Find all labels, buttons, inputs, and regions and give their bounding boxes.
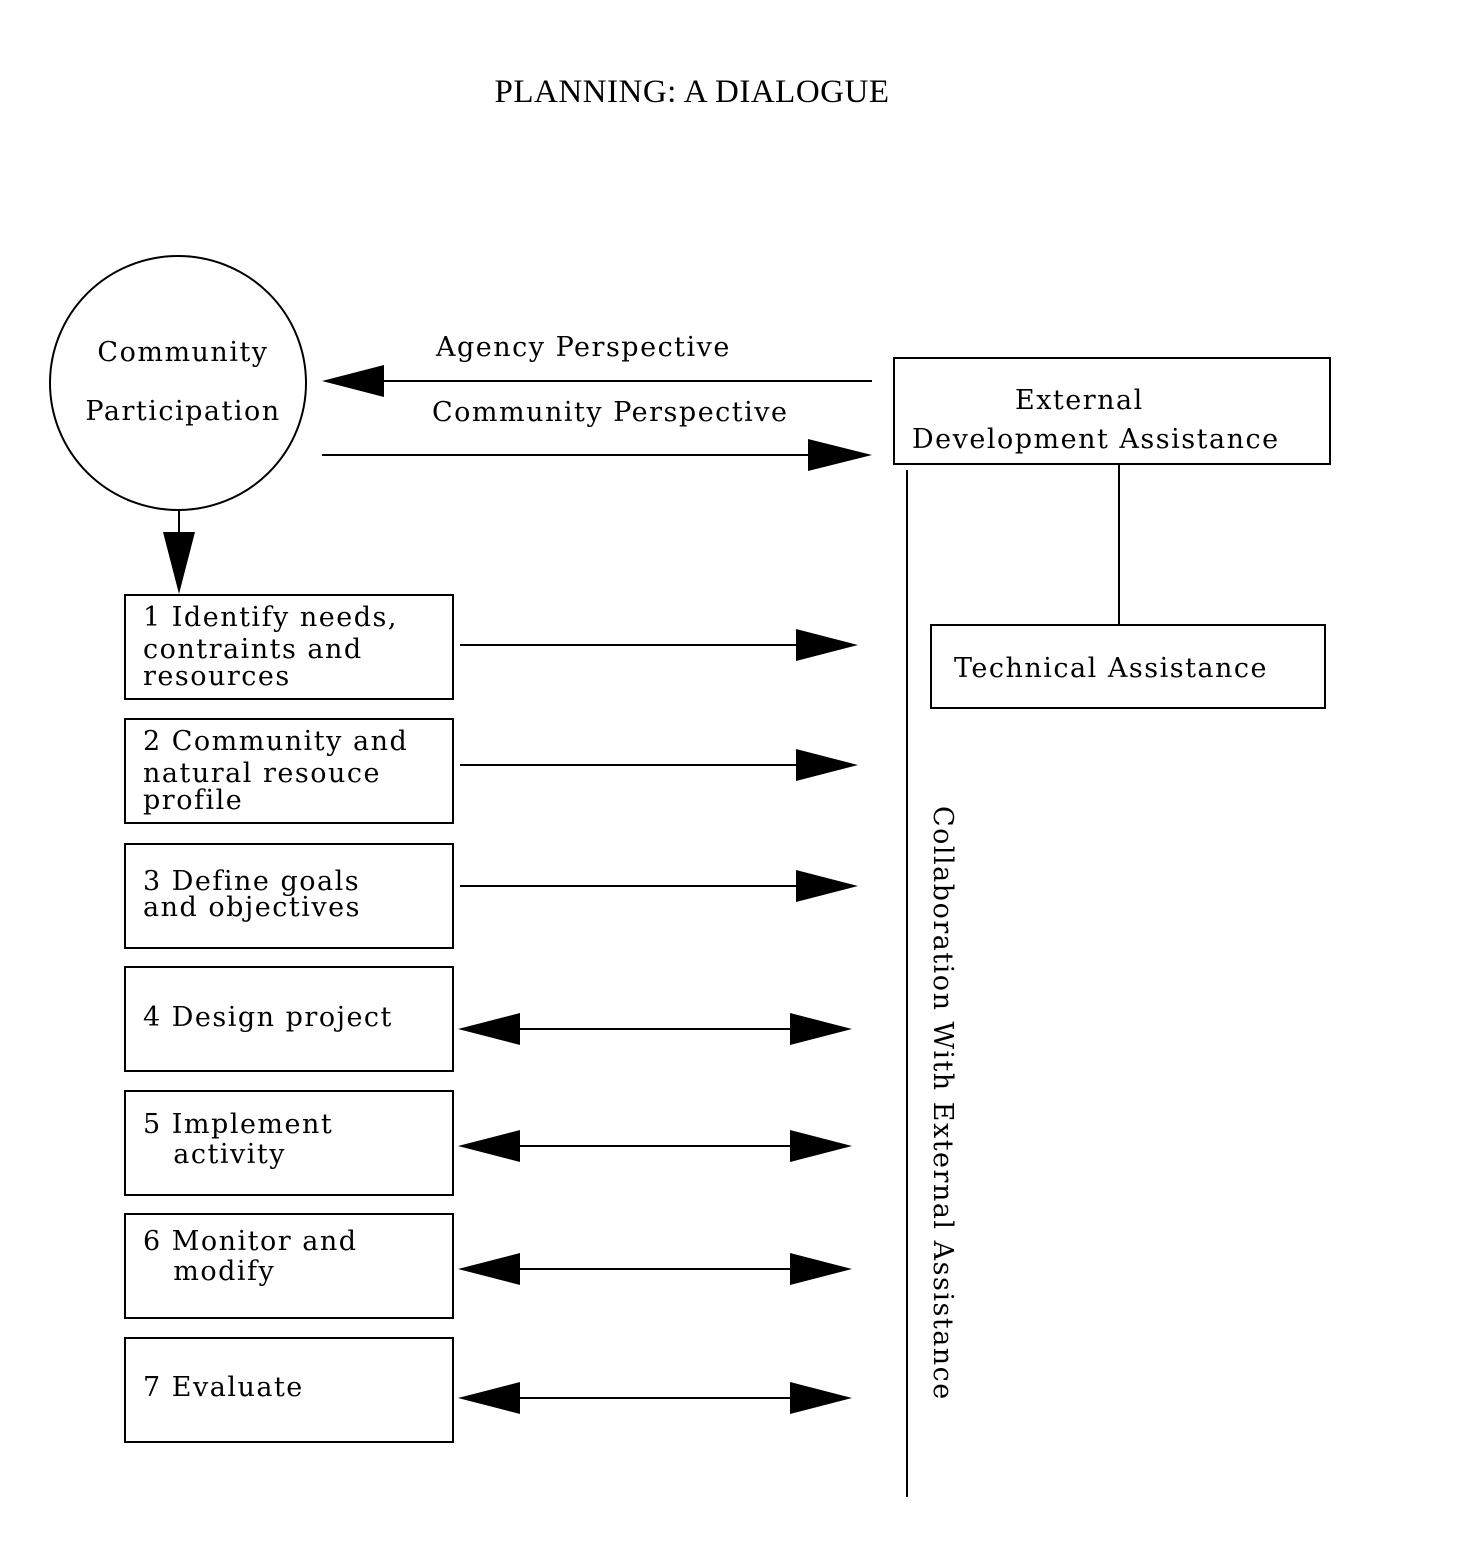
step-text-line: profile bbox=[143, 785, 244, 816]
community-perspective-label: Community Perspective bbox=[432, 397, 789, 428]
agency-perspective-label: Agency Perspective bbox=[435, 332, 731, 363]
step-text-line: natural resouce bbox=[143, 758, 381, 789]
down-arrowhead-icon bbox=[163, 532, 195, 594]
step-box bbox=[124, 1090, 454, 1196]
step-text-line: 1 Identify needs, bbox=[143, 602, 398, 633]
left-arrowhead-icon bbox=[458, 1382, 520, 1414]
community-node-line2: Participation bbox=[85, 396, 280, 427]
step-text-line: resources bbox=[143, 661, 291, 692]
step-box bbox=[124, 594, 454, 700]
step-text-line: 5 Implement bbox=[143, 1109, 334, 1140]
right-arrowhead-icon bbox=[796, 870, 858, 902]
right-arrowhead-icon bbox=[796, 749, 858, 781]
right-arrowhead-icon bbox=[790, 1130, 852, 1162]
step-text-line: modify bbox=[143, 1256, 276, 1287]
right-arrowhead-icon bbox=[790, 1013, 852, 1045]
community-node-line1: Community bbox=[97, 337, 268, 368]
step-text-line: 7 Evaluate bbox=[143, 1372, 304, 1403]
step-box bbox=[124, 843, 454, 949]
community-arrowhead-icon bbox=[808, 439, 872, 471]
left-arrowhead-icon bbox=[458, 1013, 520, 1045]
community-participation-node bbox=[49, 255, 307, 511]
right-arrowhead-icon bbox=[796, 629, 858, 661]
left-arrowhead-icon bbox=[458, 1253, 520, 1285]
left-arrowhead-icon bbox=[458, 1130, 520, 1162]
step-text-line: activity bbox=[143, 1139, 286, 1170]
technical-assistance-node bbox=[930, 624, 1326, 709]
step-arrows bbox=[458, 629, 858, 1414]
right-arrowhead-icon bbox=[790, 1382, 852, 1414]
right-arrowhead-icon bbox=[790, 1253, 852, 1285]
step-text-line: contraints and bbox=[143, 634, 363, 665]
step-box bbox=[124, 1213, 454, 1319]
step-box bbox=[124, 1337, 454, 1443]
step-box bbox=[124, 966, 454, 1072]
external-assistance-node bbox=[893, 357, 1331, 465]
external-node-line2: Development Assistance bbox=[912, 424, 1280, 455]
collaboration-label: Collaboration With External Assistance bbox=[927, 806, 958, 1401]
step-box bbox=[124, 718, 454, 824]
step-text-line: 6 Monitor and bbox=[143, 1226, 358, 1257]
step-text-line: 2 Community and bbox=[143, 726, 409, 757]
agency-arrowhead-icon bbox=[322, 365, 384, 397]
diagram-title: PLANNING: A DIALOGUE bbox=[494, 74, 890, 110]
technical-node-label: Technical Assistance bbox=[954, 653, 1268, 684]
step-text-line: 4 Design project bbox=[143, 1002, 393, 1033]
external-node-line1: External bbox=[1015, 385, 1144, 416]
step-text-line: and objectives bbox=[143, 892, 361, 923]
step-text-line: 3 Define goals bbox=[143, 866, 361, 897]
